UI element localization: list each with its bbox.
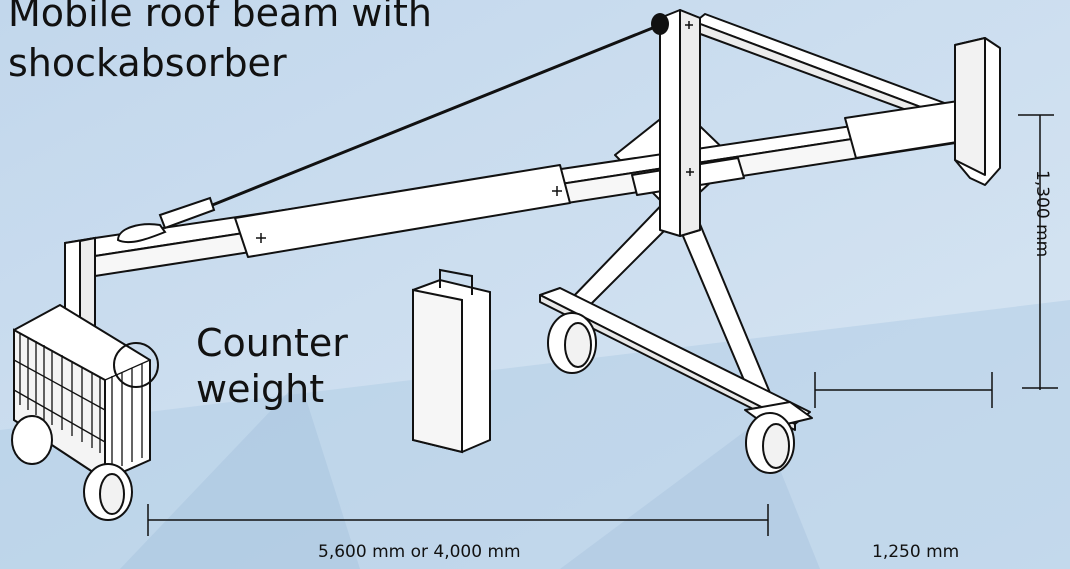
watermark-wedge (120, 380, 360, 569)
bolt-marks (256, 21, 694, 243)
dim-line-base (814, 372, 993, 408)
counterweight-wheel-left (11, 415, 53, 465)
counterweight-label: Counter weight (196, 320, 348, 412)
beam-sleeve-1 (234, 164, 571, 258)
title-line-1: Mobile roof beam with (8, 0, 432, 35)
dim-line-height (1018, 114, 1058, 390)
dimension-base-label: 1,250 mm (872, 542, 960, 562)
cable (204, 23, 661, 210)
shock-absorber-tip (116, 223, 167, 244)
dimension-length-label: 5,600 mm or 4,000 mm (318, 542, 521, 562)
diagram-title: Mobile roof beam with shockabsorber (8, 0, 432, 88)
dim-line-length (147, 504, 769, 536)
counterweight-label-line-2: weight (196, 367, 325, 411)
end-plate-face (954, 37, 986, 176)
block-handle (439, 268, 473, 295)
title-line-2: shockabsorber (8, 41, 287, 85)
post-face (679, 9, 701, 237)
cable-anchor (651, 13, 669, 35)
counterweight-highlight-circle (113, 342, 159, 388)
counterweight-label-line-1: Counter (196, 321, 348, 365)
base-bar-side (539, 294, 796, 431)
dimension-height-label: 1,300 mm (1032, 170, 1052, 258)
counterweight-blocks (13, 333, 151, 470)
shock-absorber-body (158, 196, 216, 230)
